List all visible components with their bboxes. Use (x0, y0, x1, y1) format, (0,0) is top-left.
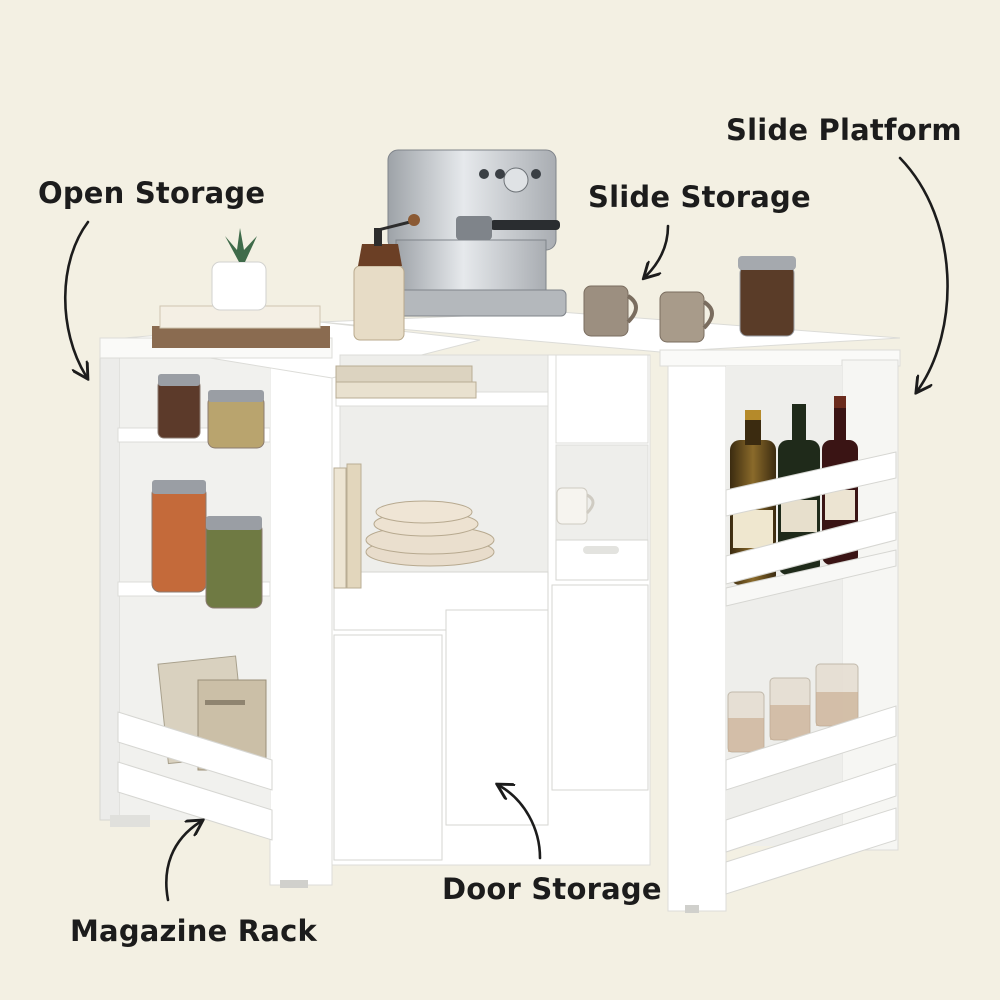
slide-storage-label: Slide Storage (588, 180, 811, 214)
plate-stack-icon (365, 500, 495, 567)
jar-icon (738, 256, 796, 337)
succulent-plant-icon (211, 228, 267, 311)
main-cabinet (99, 321, 651, 888)
open-storage-label: Open Storage (38, 176, 266, 210)
cabinet-doors (333, 584, 649, 861)
arrows (63, 156, 949, 902)
door-storage-label: Door Storage (442, 872, 662, 906)
mug-icon (583, 285, 714, 343)
glasses (727, 663, 859, 753)
espresso-machine-icon (379, 149, 567, 317)
slide-platform-label: Slide Platform (726, 113, 962, 147)
magazine-rack-label: Magazine Rack (70, 914, 317, 948)
magazine-rack (117, 655, 273, 841)
coffee-grinder-icon (353, 214, 420, 341)
slide-platform (319, 311, 901, 913)
mug-icon (556, 487, 595, 525)
book-icon (152, 305, 477, 589)
jar-icon (151, 374, 265, 609)
